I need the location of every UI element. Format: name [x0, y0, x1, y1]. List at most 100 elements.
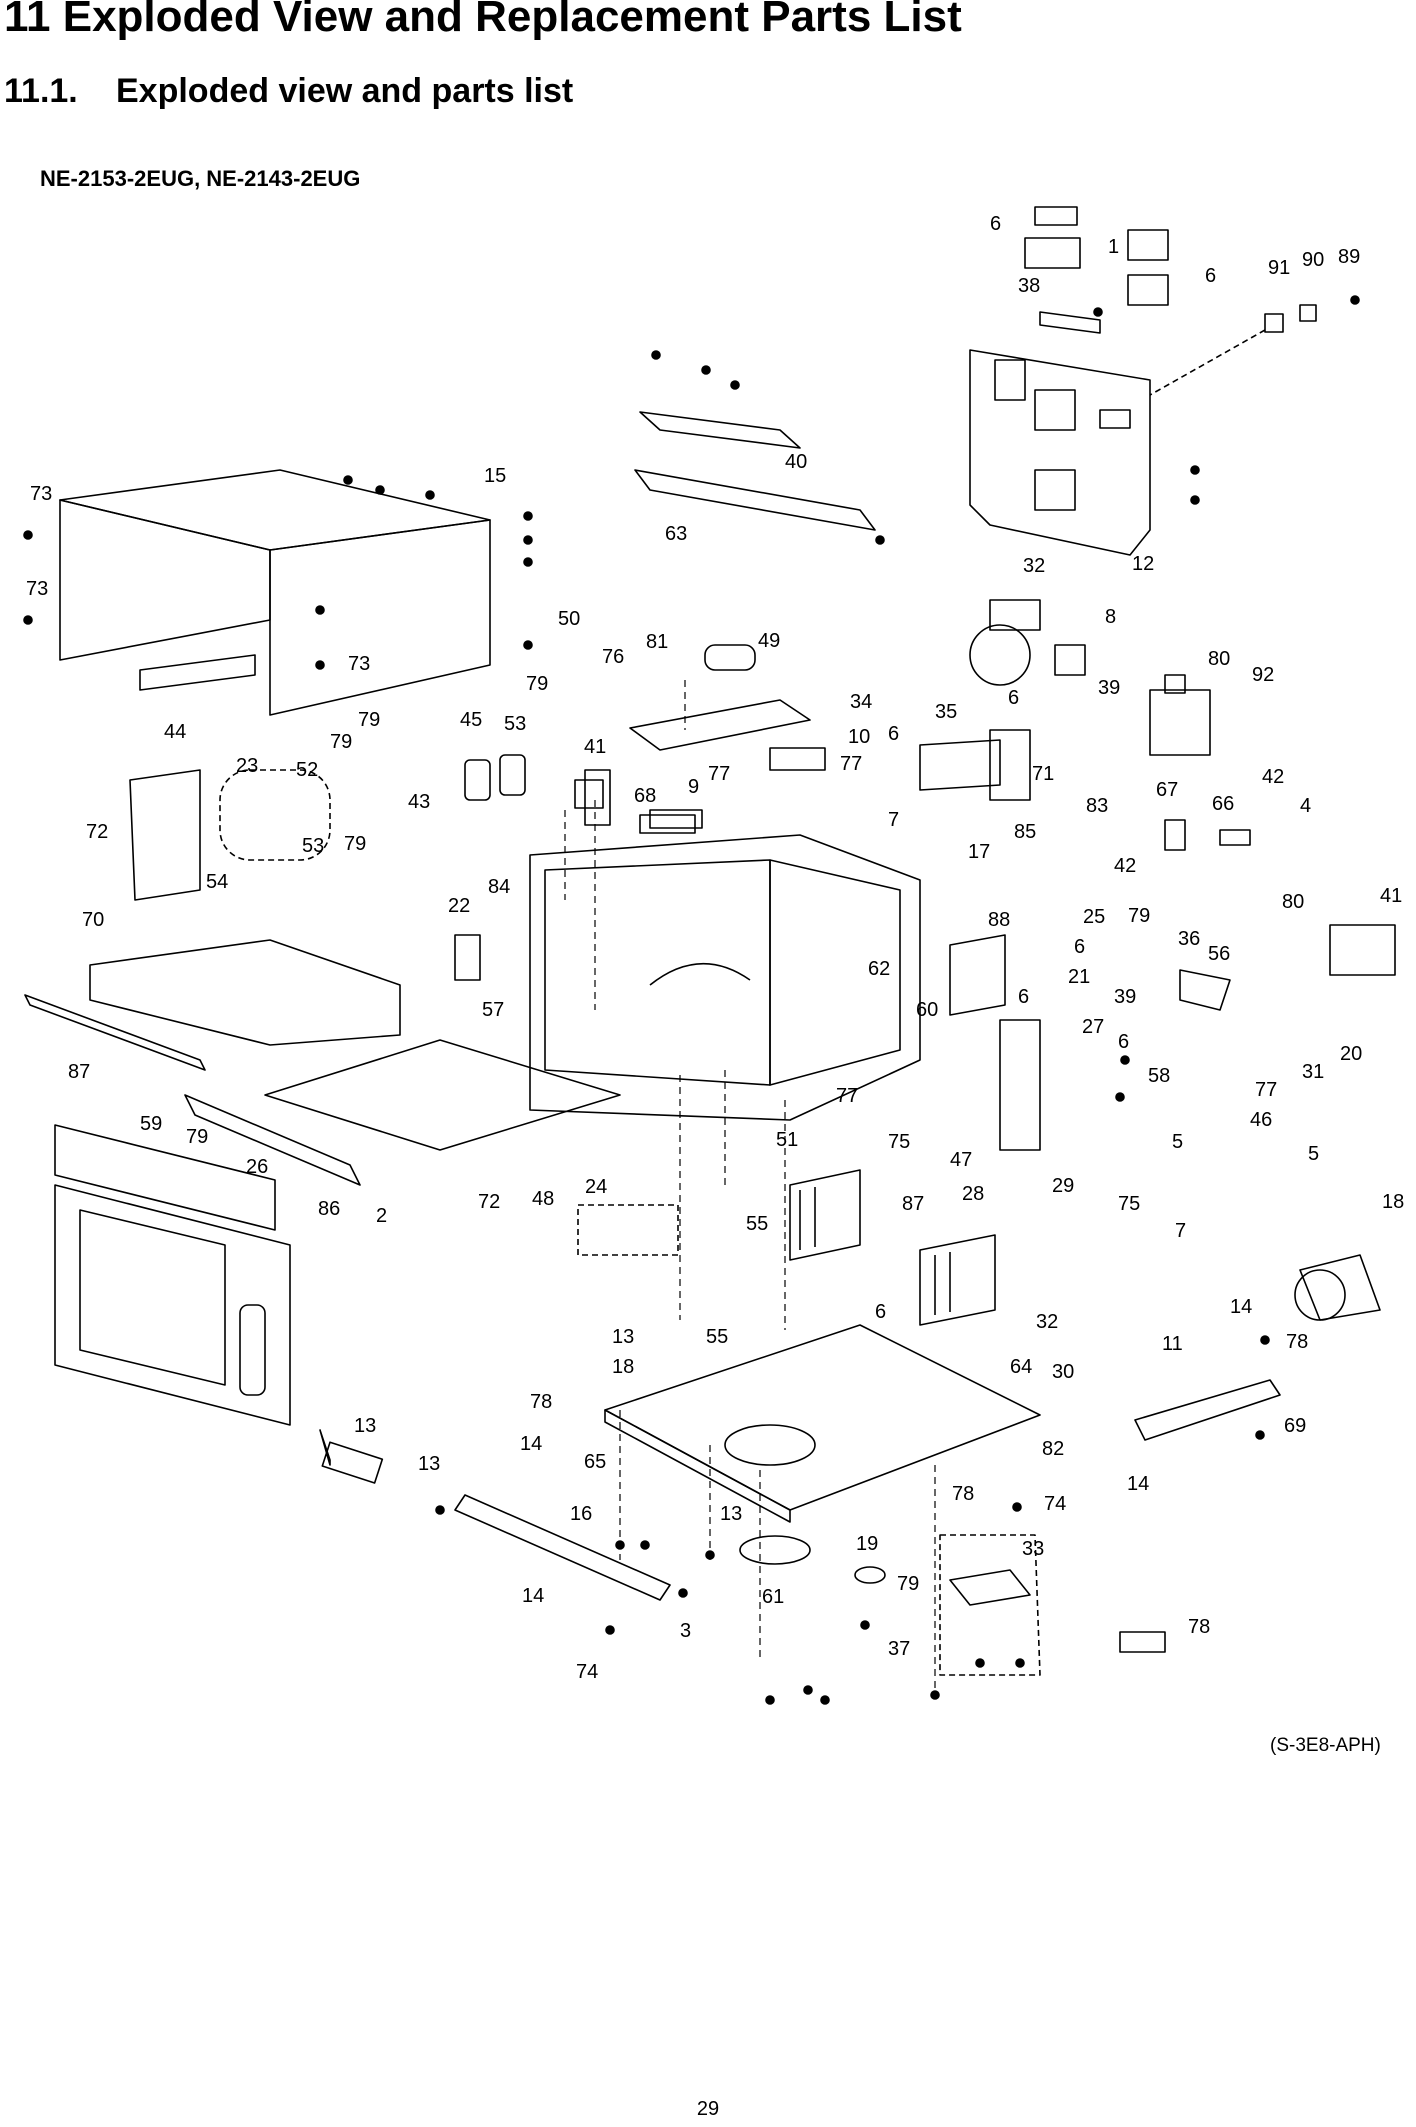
callout: 57 — [482, 999, 504, 1021]
callout: 61 — [762, 1586, 784, 1608]
callout: 12 — [1132, 553, 1154, 575]
callout: 73 — [348, 653, 370, 675]
callout: 46 — [1250, 1109, 1272, 1131]
callout: 17 — [968, 841, 990, 863]
callout: 48 — [532, 1188, 554, 1210]
callout: 22 — [448, 895, 470, 917]
callout: 5 — [1172, 1131, 1183, 1153]
callout: 27 — [1082, 1016, 1104, 1038]
diagram-code: (S-3E8-APH) — [1270, 1735, 1381, 1756]
bottom-bar — [454, 1494, 671, 1601]
callout: 41 — [1380, 885, 1402, 907]
callout: 79 — [897, 1573, 919, 1595]
callout: 40 — [785, 451, 807, 473]
callout: 10 — [848, 726, 870, 748]
callout: 20 — [1340, 1043, 1362, 1065]
callout-labels: 6 1 6 38 91 90 89 40 63 12 73 15 73 73 4… — [26, 213, 1404, 1683]
callout: 80 — [1208, 648, 1230, 670]
callout: 74 — [576, 1661, 598, 1683]
callout: 70 — [82, 909, 104, 931]
callout: 47 — [950, 1149, 972, 1171]
callout: 79 — [186, 1126, 208, 1148]
callout: 84 — [488, 876, 510, 898]
callout: 19 — [856, 1533, 878, 1555]
callout: 24 — [585, 1176, 607, 1198]
callout: 79 — [526, 673, 548, 695]
callout: 78 — [1188, 1616, 1210, 1638]
callout: 14 — [1230, 1296, 1252, 1318]
section-heading: 11.1.Exploded view and parts list — [4, 72, 573, 111]
callout: 78 — [1286, 1331, 1308, 1353]
callout: 49 — [758, 630, 780, 652]
callout: 42 — [1262, 766, 1284, 788]
rear-panel — [969, 349, 1151, 556]
callout: 14 — [1127, 1473, 1149, 1495]
callout: 75 — [888, 1131, 910, 1153]
callout: 11 — [1162, 1333, 1183, 1355]
callout: 31 — [1302, 1061, 1324, 1083]
callout: 77 — [1255, 1079, 1277, 1101]
callout: 7 — [888, 809, 899, 831]
callout: 92 — [1252, 664, 1274, 686]
callout: 13 — [720, 1503, 742, 1525]
cavity-top-parts — [574, 644, 826, 829]
callout: 50 — [558, 608, 580, 630]
callout: 79 — [330, 731, 352, 753]
transformer-1 — [789, 1169, 861, 1261]
callout: 56 — [1208, 943, 1230, 965]
callout: 72 — [86, 821, 108, 843]
callout: 79 — [358, 709, 380, 731]
callout: 53 — [504, 713, 526, 735]
callout: 69 — [1284, 1415, 1306, 1437]
callout: 77 — [836, 1085, 858, 1107]
rear-fittings — [1024, 206, 1317, 396]
callout: 65 — [584, 1451, 606, 1473]
callout: 71 — [1032, 763, 1054, 785]
magnetron — [1149, 674, 1211, 756]
callout: 88 — [988, 909, 1010, 931]
callout: 77 — [840, 753, 862, 775]
callout: 14 — [522, 1585, 544, 1607]
callout: 6 — [875, 1301, 886, 1323]
callout: 87 — [68, 1061, 90, 1083]
callout: 51 — [776, 1129, 798, 1151]
callout: 29 — [1052, 1175, 1074, 1197]
callout: 1 — [1108, 236, 1119, 258]
callout: 2 — [376, 1205, 387, 1227]
section-title: Exploded view and parts list — [116, 72, 574, 110]
callout: 54 — [206, 871, 228, 893]
callout: 79 — [344, 833, 366, 855]
callout: 41 — [584, 736, 606, 758]
exploded-view-diagram: 6 1 6 38 91 90 89 40 63 12 73 15 73 73 4… — [23, 206, 1404, 1705]
callout: 75 — [1118, 1193, 1140, 1215]
callout: 66 — [1212, 793, 1234, 815]
callout: 18 — [1382, 1191, 1404, 1213]
callout: 32 — [1023, 555, 1045, 577]
callout: 68 — [634, 785, 656, 807]
model-numbers: NE-2153-2EUG, NE-2143-2EUG — [40, 166, 361, 191]
blower-fan — [969, 599, 1086, 686]
callout: 83 — [1086, 795, 1108, 817]
callout: 13 — [418, 1453, 440, 1475]
callout: 8 — [1105, 606, 1116, 628]
callout: 39 — [1114, 986, 1136, 1008]
choke-seal — [24, 994, 206, 1071]
callout: 21 — [1068, 966, 1090, 988]
callout: 63 — [665, 523, 687, 545]
callout: 77 — [708, 763, 730, 785]
callout: 81 — [646, 631, 668, 653]
callout: 42 — [1114, 855, 1136, 877]
callout: 6 — [1008, 687, 1019, 709]
callout: 6 — [1118, 1031, 1129, 1053]
oven-cavity — [529, 834, 921, 1121]
waveguide — [919, 729, 1031, 801]
callout: 13 — [612, 1326, 634, 1348]
transformer-2 — [919, 1234, 996, 1326]
callout: 6 — [1205, 265, 1216, 287]
callout: 62 — [868, 958, 890, 980]
base-plate — [604, 1324, 1041, 1523]
side-components — [1119, 819, 1396, 1653]
callout: 7 — [1175, 1220, 1186, 1242]
callout: 53 — [302, 835, 324, 857]
callout: 85 — [1014, 821, 1036, 843]
